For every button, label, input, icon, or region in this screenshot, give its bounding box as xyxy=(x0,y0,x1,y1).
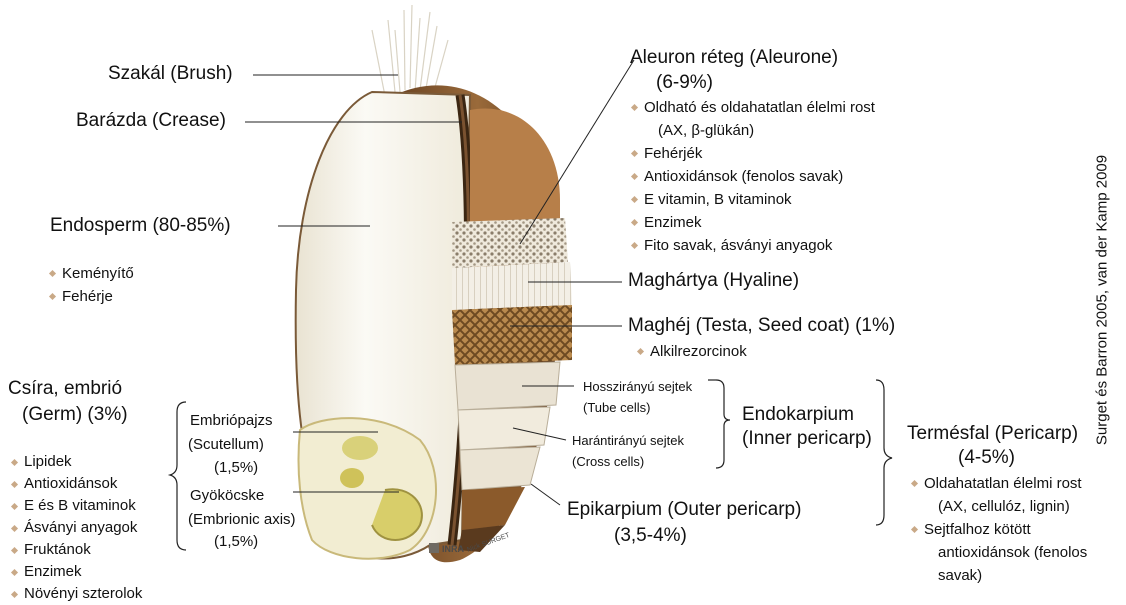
list-item: Oldahatatlan élelmi rost xyxy=(910,472,1087,495)
bran-layers xyxy=(452,108,572,552)
list-item: Sejtfalhoz kötött xyxy=(910,518,1087,541)
list-item: Keményítő xyxy=(48,262,134,285)
list-item: Enzimek xyxy=(630,211,875,234)
list-item-continued: (AX, cellulóz, lignin) xyxy=(910,495,1087,518)
list-item: Lipidek xyxy=(10,451,142,473)
pericarp-list: Oldahatatlan élelmi rost (AX, cellulóz, … xyxy=(910,472,1087,587)
label-crease: Barázda (Crease) xyxy=(76,110,226,132)
label-endocarp-line1: Endokarpium xyxy=(742,404,854,426)
label-cross-line1: Harántirányú sejtek xyxy=(572,434,684,449)
label-scutellum-line1: Embriópajzs xyxy=(190,412,273,429)
label-axis-line3: (1,5%) xyxy=(214,533,258,550)
label-brush: Szakál (Brush) xyxy=(108,63,233,85)
label-pericarp-line2: (4-5%) xyxy=(958,447,1015,469)
list-item: Fruktánok xyxy=(10,539,142,561)
label-epicarp-line2: (3,5-4%) xyxy=(614,525,687,547)
aleurone-list: Oldható és oldahatatlan élelmi rost (AX,… xyxy=(630,96,875,257)
label-scutellum-line2: (Scutellum) xyxy=(188,436,264,453)
label-hyaline: Maghártya (Hyaline) xyxy=(628,270,799,292)
credit-text: Surget és Barron 2005, van der Kamp 2009 xyxy=(1094,155,1111,445)
label-scutellum-line3: (1,5%) xyxy=(214,459,258,476)
label-tube-line2: (Tube cells) xyxy=(583,401,650,416)
list-item: Fehérjék xyxy=(630,142,875,165)
label-epicarp-line1: Epikarpium (Outer pericarp) xyxy=(567,499,801,521)
label-germ-line1: Csíra, embrió xyxy=(8,378,122,400)
germ xyxy=(299,418,437,559)
label-cross-line2: (Cross cells) xyxy=(572,455,644,470)
label-axis-line2: (Embrionic axis) xyxy=(188,511,296,528)
list-item-continued: antioxidánsok (fenolos xyxy=(910,541,1087,564)
germ-list: Lipidek Antioxidánsok E és B vitaminok Á… xyxy=(10,451,142,605)
label-aleurone-line2: (6-9%) xyxy=(656,72,713,94)
list-item: Fehérje xyxy=(48,285,134,308)
label-endosperm: Endosperm (80-85%) xyxy=(50,215,231,237)
label-axis-line1: Gyököcske xyxy=(190,487,264,504)
label-endocarp-line2: (Inner pericarp) xyxy=(742,428,872,450)
list-item: Növényi szterolok xyxy=(10,583,142,605)
list-item: Fito savak, ásványi anyagok xyxy=(630,234,875,257)
list-item: Oldható és oldahatatlan élelmi rost xyxy=(630,96,875,119)
list-item: E vitamin, B vitaminok xyxy=(630,188,875,211)
list-item: E és B vitaminok xyxy=(10,495,142,517)
endosperm-list: Keményítő Fehérje xyxy=(48,262,134,308)
list-item: Antioxidánsok (fenolos savak) xyxy=(630,165,875,188)
list-item-continued: (AX, β-glükán) xyxy=(630,119,875,142)
label-aleurone-line1: Aleuron réteg (Aleurone) xyxy=(630,47,838,69)
testa-list: Alkilrezorcinok xyxy=(636,340,747,363)
list-item: Enzimek xyxy=(10,561,142,583)
brush-hairs xyxy=(372,5,448,98)
label-tube-line1: Hosszirányú sejtek xyxy=(583,380,692,395)
svg-text:INRA: INRA xyxy=(442,544,464,554)
list-item-continued: savak) xyxy=(910,564,1087,587)
label-pericarp-line1: Termésfal (Pericarp) xyxy=(907,423,1078,445)
list-item: Ásványi anyagok xyxy=(10,517,142,539)
list-item: Antioxidánsok xyxy=(10,473,142,495)
label-germ-line2: (Germ) (3%) xyxy=(22,404,128,426)
label-testa: Maghéj (Testa, Seed coat) (1%) xyxy=(628,315,895,337)
list-item: Alkilrezorcinok xyxy=(636,340,747,363)
